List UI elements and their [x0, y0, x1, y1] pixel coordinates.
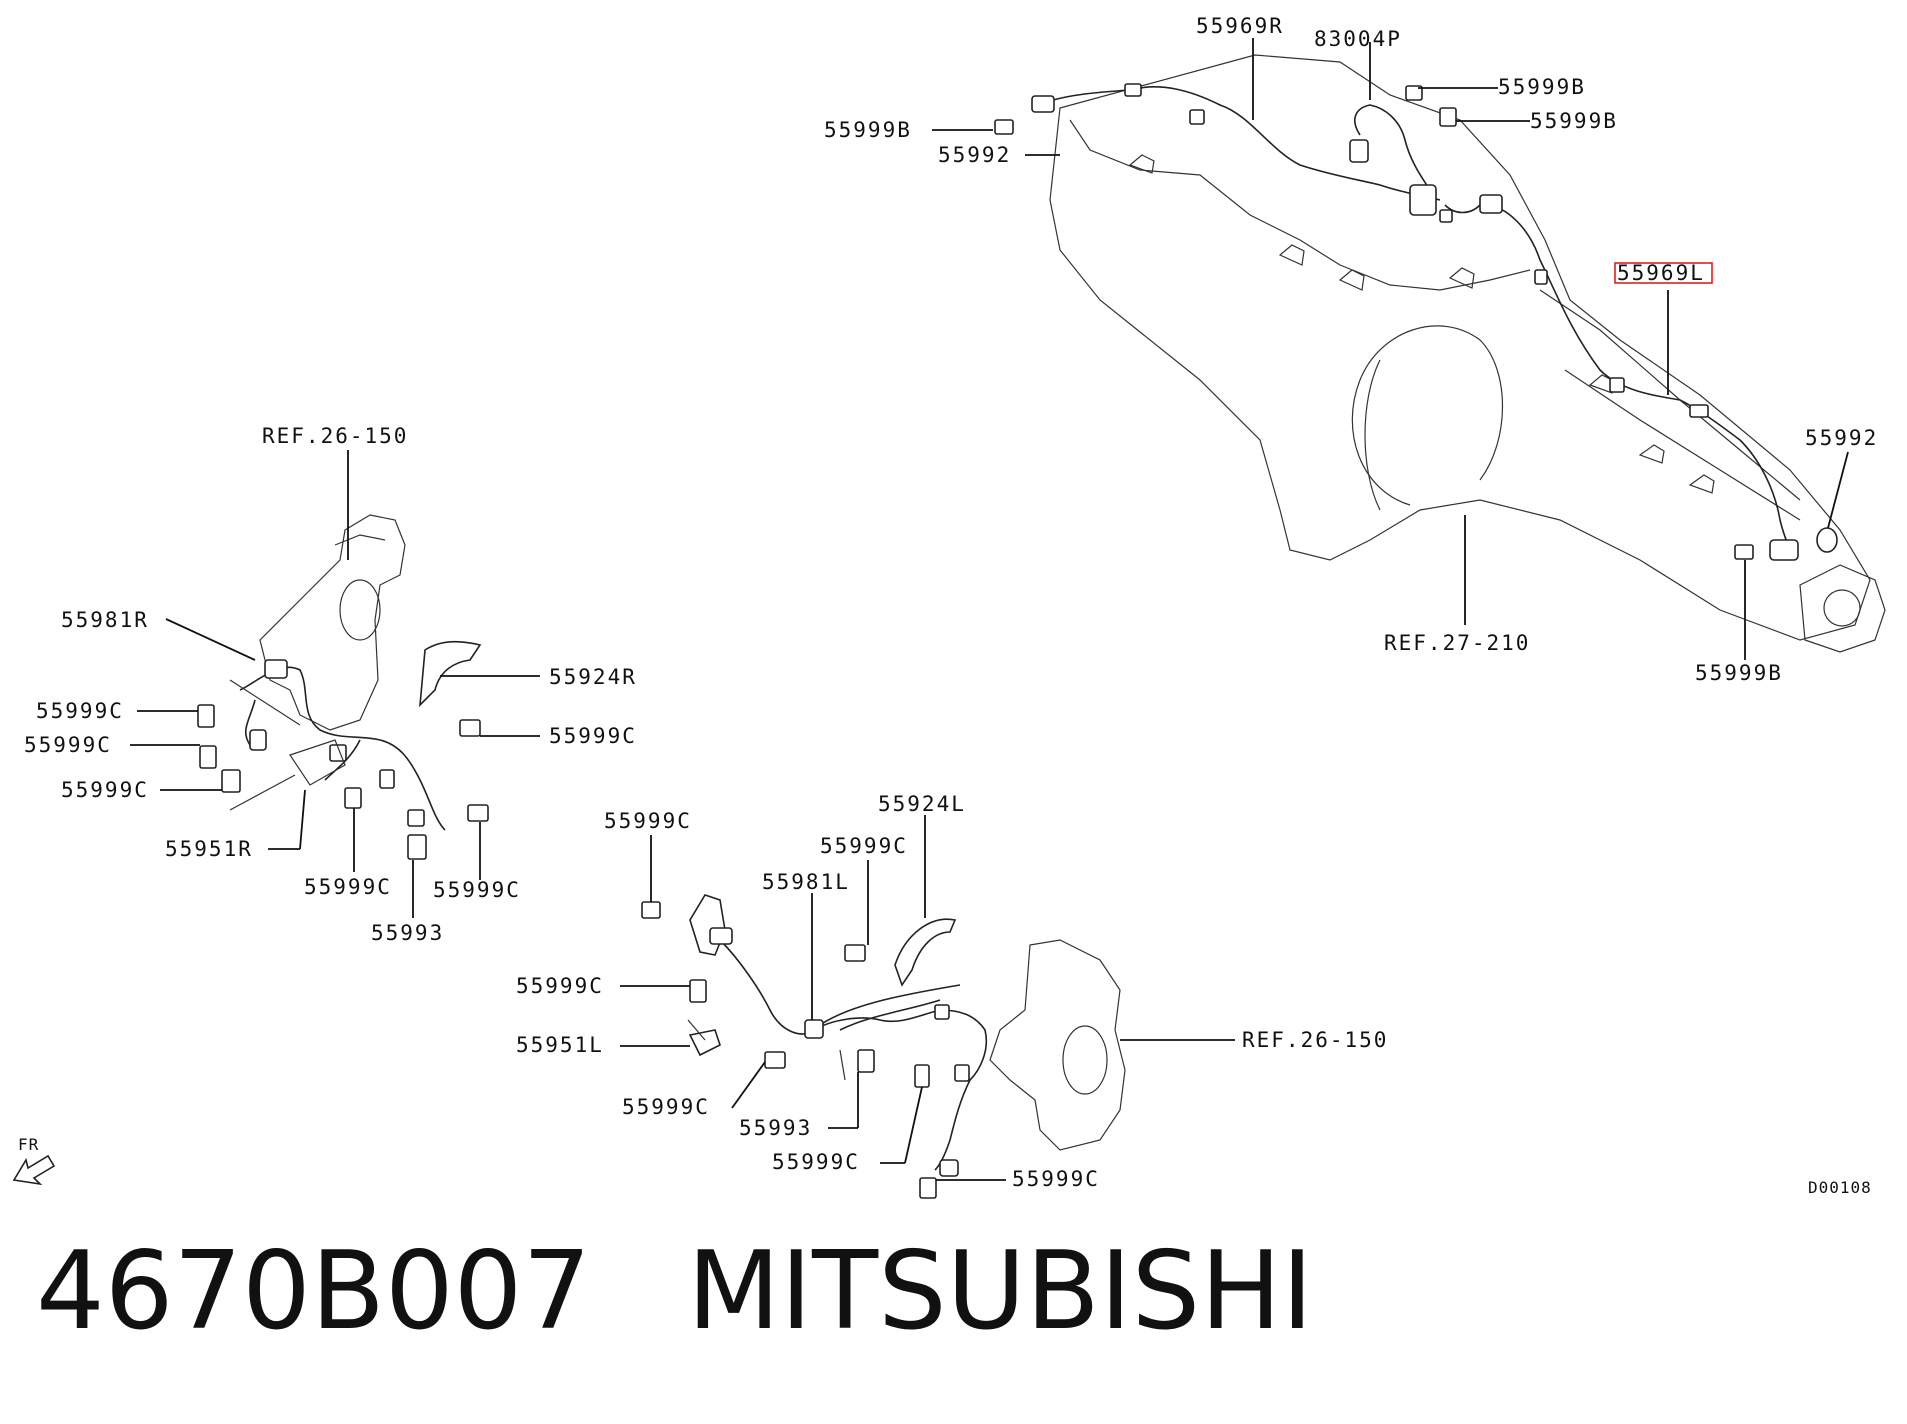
callout-55924R: 55924R — [549, 665, 637, 689]
callout-55924L: 55924L — [878, 792, 966, 816]
callout-55999C: 55999C — [820, 834, 908, 858]
brand-name: MITSUBISHI — [687, 1229, 1314, 1354]
callout-55999C: 55999C — [24, 733, 112, 757]
callout-55999C: 55999C — [61, 778, 149, 802]
callout-55999B: 55999B — [1498, 75, 1586, 99]
callout-55981R: 55981R — [61, 608, 149, 632]
callout-55999C: 55999C — [772, 1150, 860, 1174]
drawing-id: D00108 — [1808, 1178, 1872, 1197]
callout-55999C: 55999C — [516, 974, 604, 998]
callout-55999C: 55999C — [549, 724, 637, 748]
callout-55969R: 55969R — [1196, 14, 1284, 38]
callout-ref-26-150: REF.26-150 — [262, 424, 408, 448]
rear-axle-assembly — [1049, 54, 1886, 653]
callout-ref-27-210: REF.27-210 — [1384, 631, 1530, 655]
callout-55999B: 55999B — [1530, 109, 1618, 133]
fr-label: FR — [18, 1135, 39, 1154]
callout-55999C: 55999C — [1012, 1167, 1100, 1191]
front-right-assembly — [197, 514, 489, 860]
callout-83004P: 83004P — [1314, 27, 1402, 51]
front-arrow-icon — [12, 1154, 56, 1186]
rear-harness — [994, 83, 1838, 561]
callout-55999C: 55999C — [36, 699, 124, 723]
callout-ref-26-150: REF.26-150 — [1242, 1028, 1388, 1052]
callout-55969L[interactable]: 55969L — [1617, 261, 1705, 285]
front-left-assembly — [641, 894, 1126, 1199]
part-number: 4670B007 — [36, 1229, 592, 1354]
front-right-leaders — [130, 450, 540, 918]
callout-55992: 55992 — [938, 143, 1011, 167]
callout-55999C: 55999C — [604, 809, 692, 833]
callout-55999C: 55999C — [622, 1095, 710, 1119]
callout-55951R: 55951R — [165, 837, 253, 861]
callout-55981L: 55981L — [762, 870, 850, 894]
front-left-leaders — [620, 815, 1235, 1181]
callout-55999C: 55999C — [304, 875, 392, 899]
callout-55951L: 55951L — [516, 1033, 604, 1057]
rear-leaders — [932, 38, 1849, 660]
callout-55993: 55993 — [739, 1116, 812, 1140]
callout-55993: 55993 — [371, 921, 444, 945]
callout-55992: 55992 — [1805, 426, 1878, 450]
callout-55999B: 55999B — [824, 118, 912, 142]
highlight-box — [1614, 262, 1713, 284]
callout-55999B: 55999B — [1695, 661, 1783, 685]
callout-55999C: 55999C — [433, 878, 521, 902]
front-direction-indicator: FR — [12, 1135, 56, 1186]
